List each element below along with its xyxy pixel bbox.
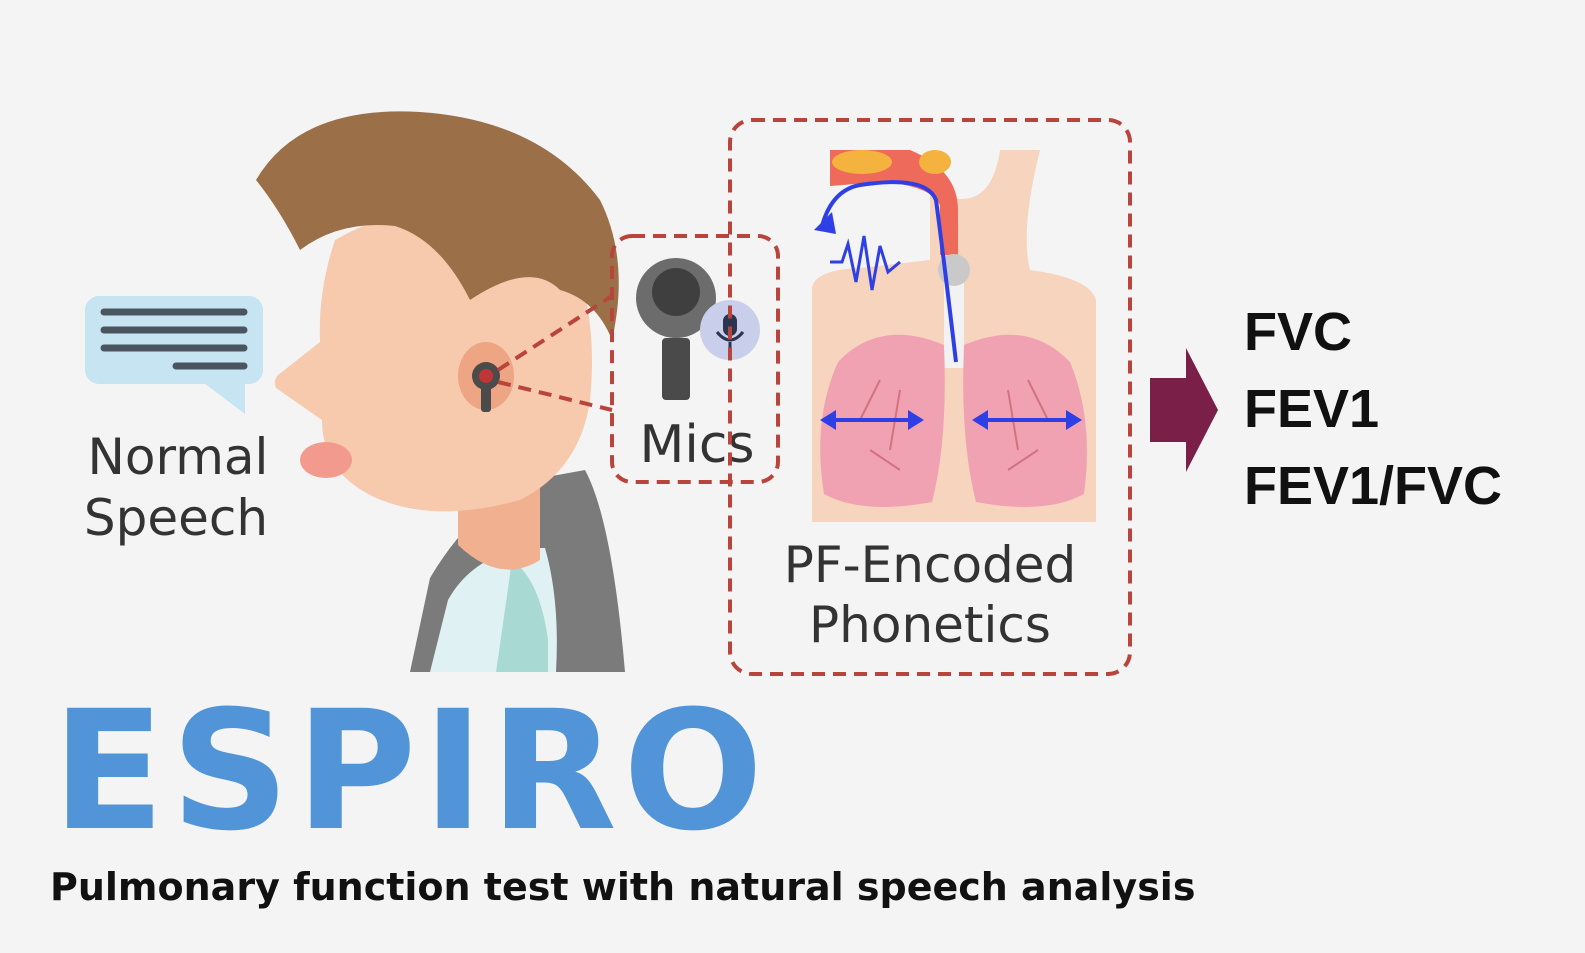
tagline: Pulmonary function test with natural spe…	[50, 865, 1195, 909]
respiratory-system-icon	[812, 150, 1096, 522]
mics-box	[610, 234, 780, 484]
earphone-mic-icon	[636, 258, 716, 400]
brand-title: ESPIRO	[52, 675, 769, 867]
phonetics-label-line-1: PF-Encoded	[784, 536, 1077, 594]
metric-fvc: FVC	[1244, 302, 1352, 362]
phonetics-label-line-2: Phonetics	[809, 596, 1051, 654]
person-head-icon	[256, 111, 625, 672]
phonetics-box	[728, 118, 1132, 676]
speech-label-line-1: Normal	[88, 428, 269, 486]
speech-bubble-icon	[85, 296, 263, 414]
sound-wave-icon	[830, 235, 901, 291]
ear-to-mics-connector	[496, 294, 614, 412]
output-arrow-icon	[1150, 348, 1218, 472]
mics-label: Mics	[640, 415, 755, 475]
speech-label-line-2: Speech	[84, 489, 268, 547]
metric-fev1: FEV1	[1244, 379, 1379, 439]
metric-fev1-fvc: FEV1/FVC	[1244, 456, 1502, 516]
